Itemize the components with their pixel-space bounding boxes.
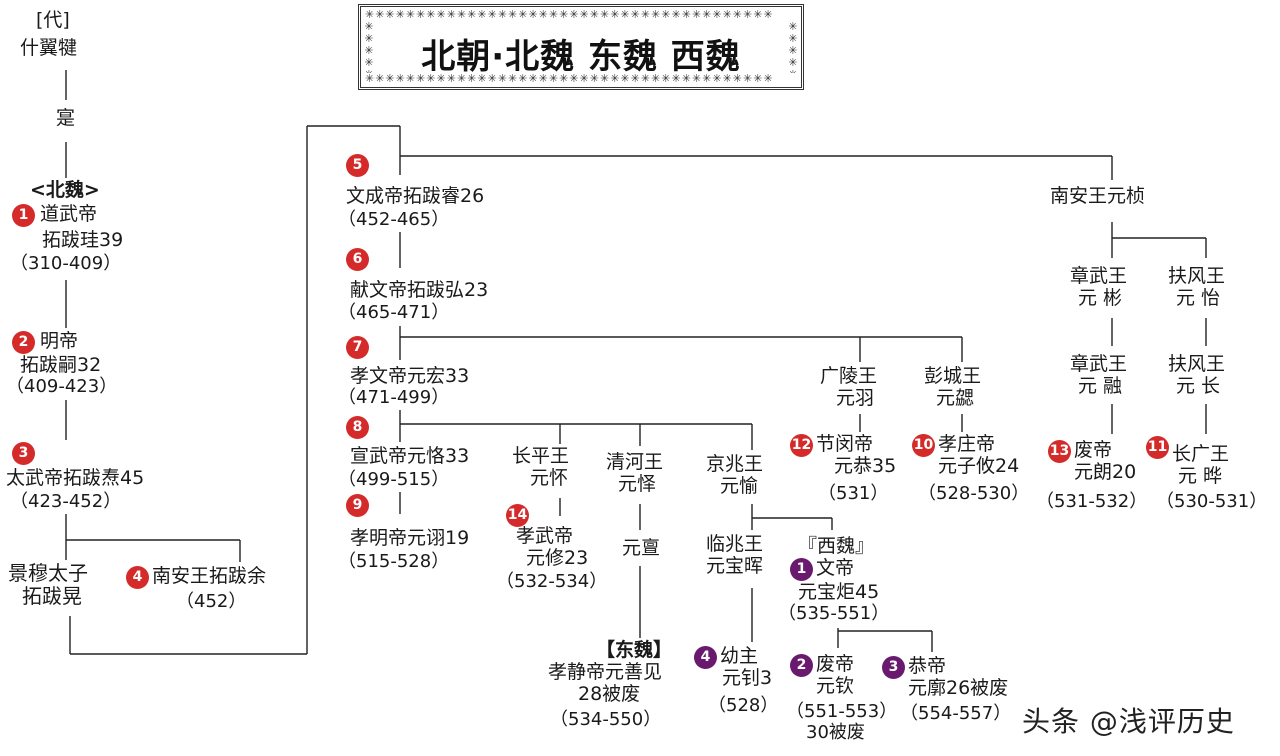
node-taiwudi: 太武帝拓跋焘45	[6, 467, 145, 489]
badge-2: 2	[12, 331, 35, 354]
node-feidi-xw-years: （551-553）30被废	[786, 701, 898, 743]
node-shiyiqian: 什翼犍	[20, 37, 78, 59]
title-border-bottom: ✳✳✳✳✳✳✳✳✳✳✳✳✳✳✳✳✳✳✳✳✳✳✳✳✳✳✳✳✳✳✳✳✳✳✳✳✳✳✳✳	[365, 73, 774, 85]
node-linzhao: 临兆王元宝晖	[706, 533, 764, 577]
node-mingdi-years: （409-423）	[6, 376, 118, 397]
node-feidi-lang-years: （531-532）	[1036, 491, 1148, 512]
node-changguang: 长广王元 晔	[1172, 443, 1230, 487]
node-wenchengdi-years: （452-465）	[338, 209, 450, 230]
badge-xw1: 1	[790, 558, 813, 581]
badge-11: 11	[1146, 436, 1169, 459]
node-daowudi-years: （310-409）	[10, 253, 122, 274]
node-qinghe: 清河王元怿	[606, 451, 664, 495]
node-xiaozhuangdi-years: （528-530）	[918, 483, 1030, 504]
node-wendi-name: 元宝炬45	[798, 581, 880, 603]
title-border-top: ✳✳✳✳✳✳✳✳✳✳✳✳✳✳✳✳✳✳✳✳✳✳✳✳✳✳✳✳✳✳✳✳✳✳✳✳✳✳✳✳	[365, 9, 774, 21]
node-xiaomingdi: 孝明帝元诩19	[350, 527, 470, 549]
node-gongdi: 恭帝元廓26被废	[908, 655, 1009, 699]
node-feidi-lang: 废帝元朗20	[1074, 439, 1137, 483]
node-zhangwu-rong: 章武王元 融	[1070, 353, 1128, 397]
node-mingdi: 明帝	[40, 330, 79, 352]
node-dongwei: 【东魏】	[596, 639, 673, 661]
node-fufeng-chang: 扶风王元 长	[1168, 353, 1226, 397]
node-xiaowendi-years: （471-499）	[338, 387, 450, 408]
node-feidi-xw: 废帝元钦	[816, 653, 855, 697]
node-xiaomingdi-years: （515-528）	[338, 551, 450, 572]
node-nanan-yu: 南安王拓跋余	[152, 565, 267, 587]
badge-9: 9	[346, 494, 369, 517]
node-taiwudi-years: （423-452）	[10, 491, 122, 512]
node-beiwei: <北魏>	[30, 179, 100, 201]
title-border-right: ✳✳✳✳✳✳	[788, 21, 798, 73]
node-wendi-years: （535-551）	[778, 603, 890, 624]
node-wenchengdi: 文成帝拓跋睿26	[346, 185, 485, 207]
badge-10: 10	[912, 434, 935, 457]
node-youzhu-years: （528）	[708, 695, 779, 716]
node-nanan-yu-years: （452）	[176, 591, 247, 612]
badge-12: 12	[790, 434, 813, 457]
title-border-left: ✳✳✳✳✳✳	[364, 21, 374, 73]
node-xiaowendi: 孝文帝元宏33	[350, 365, 470, 387]
node-daowudi: 道武帝	[40, 203, 98, 225]
node-xuanwudi: 宣武帝元恪33	[350, 445, 470, 467]
badge-6: 6	[346, 248, 369, 271]
badge-4: 4	[126, 566, 149, 589]
node-wendi: 文帝	[816, 557, 855, 579]
node-xiaozhuangdi: 孝庄帝元子攸24	[938, 433, 1020, 477]
watermark: 头条 @浅评历史	[1022, 705, 1235, 738]
node-fufeng-yi: 扶风王元 怡	[1168, 265, 1226, 309]
node-jingzhao: 京兆王元愉	[706, 453, 764, 497]
node-xiwei: 『西魏』	[798, 535, 875, 557]
node-xianwendi: 献文帝拓跋弘23	[350, 279, 489, 301]
node-xianwendi-years: （465-471）	[338, 302, 450, 323]
chart-title: 北朝·北魏 东魏 西魏	[421, 37, 741, 77]
node-nanan-zhen: 南安王元桢	[1050, 185, 1146, 207]
badge-5: 5	[346, 154, 369, 177]
node-xuanwudi-years: （499-515）	[338, 469, 450, 490]
title-frame: ✳✳✳✳✳✳✳✳✳✳✳✳✳✳✳✳✳✳✳✳✳✳✳✳✳✳✳✳✳✳✳✳✳✳✳✳✳✳✳✳…	[358, 4, 804, 90]
node-zhangwu-bin: 章武王元 彬	[1070, 265, 1128, 309]
node-changping: 长平王元怀	[512, 445, 570, 489]
node-xiaowudi-years: （532-534）	[496, 571, 608, 592]
badge-xw4: 4	[694, 646, 717, 669]
node-mingdi-name: 拓跋嗣32	[20, 354, 102, 376]
node-guangling: 广陵王元羽	[820, 365, 878, 409]
node-youzhu: 幼主元钊3	[720, 645, 773, 689]
badge-xw3: 3	[882, 656, 905, 679]
badge-3: 3	[12, 442, 35, 465]
node-changguang-years: （530-531）	[1156, 491, 1268, 512]
badge-7: 7	[346, 336, 369, 359]
node-yuandan: 元亶	[622, 537, 661, 559]
node-daowudi-name: 拓跋珪39	[42, 229, 124, 251]
node-gongdi-years: （554-557）	[900, 703, 1012, 724]
node-dai: [代]	[36, 9, 70, 31]
badge-14: 14	[506, 504, 529, 527]
node-pengcheng: 彭城王元勰	[924, 365, 982, 409]
node-shi: 寔	[56, 107, 76, 129]
node-jiemindi: 节闵帝元恭35	[816, 433, 897, 477]
node-jiemindi-years: （531）	[818, 483, 889, 504]
node-xiaowudi: 孝武帝元修23	[516, 525, 589, 569]
node-jingmu: 景穆太子拓跋晃	[8, 561, 88, 608]
node-xiaojingdi-years: （534-550）	[550, 709, 662, 730]
badge-8: 8	[346, 416, 369, 439]
badge-xw2: 2	[790, 654, 813, 677]
badge-13: 13	[1048, 440, 1071, 463]
badge-1: 1	[12, 204, 35, 227]
